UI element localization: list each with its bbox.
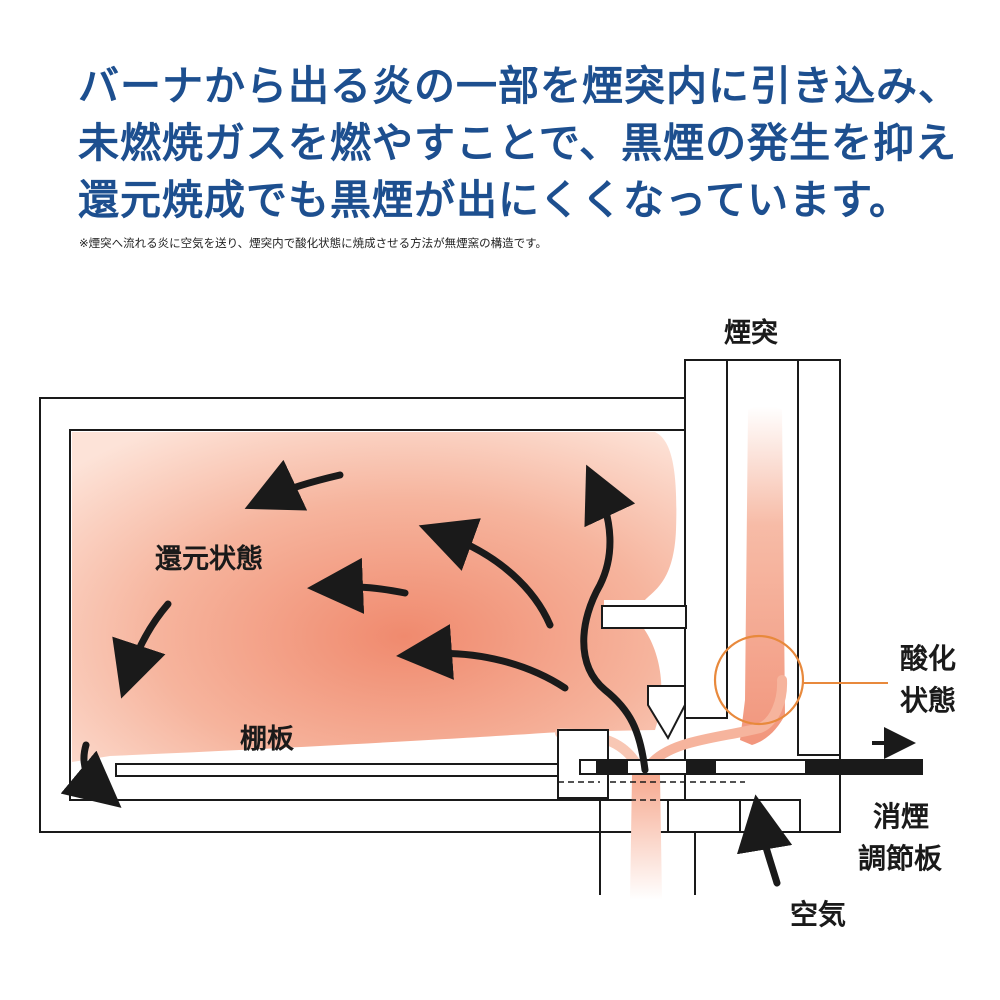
air-inflow-arrow [736,794,793,887]
chamber-flame [72,432,677,762]
kiln-base [599,799,801,895]
label-damper-1: 消煙 [873,800,929,833]
flame-to-chimney [645,675,788,770]
base-block [599,799,741,833]
chimney-flame [740,406,785,745]
headline: バーナから出る炎の一部を煙突内に引き込み、 未燃焼ガスを燃やすことで、黒煙の発生… [78,58,978,229]
flow-arrow-mid [307,557,409,614]
flow-arrow-rising [580,464,649,774]
label-reduction-state: 還元状態 [155,543,263,575]
air-intake-block [739,799,801,833]
label-oxidation-2: 状態 [900,684,956,717]
label-oxidation-1: 酸化 [900,642,956,675]
flow-arrow-lower-mid [396,624,569,692]
flow-arrows [60,459,793,887]
oxidation-highlight-circle [713,634,805,726]
flow-arrow-left-down [112,600,172,699]
damper-plate [579,759,923,775]
headline-line-2: 未燃焼ガスを燃やすことで、黒煙の発生を抑え [78,119,958,167]
label-air: 空気 [790,898,846,931]
chimney-right-wall [797,359,841,756]
burner-flame [630,775,662,900]
flow-arrow-top-left [244,459,344,511]
flow-arrow-corner [60,741,122,808]
baffle-lower [647,685,686,741]
label-chimney: 煙突 [724,317,778,349]
footnote: ※煙突へ流れる炎に空気を送り、煙突内で酸化状態に焼成させる方法が無煙窯の構造です… [79,236,548,250]
shelf-board [115,763,561,777]
label-shelf: 棚板 [240,724,294,755]
baffle-upper [601,605,687,629]
headline-line-3: 還元焼成でも黒煙が出にくくなっています。 [78,176,912,224]
damper-dashed-line [558,781,745,801]
chimney-walls [684,359,841,756]
flow-arrow-upper-mid [418,518,554,629]
label-damper-2: 調節板 [858,842,942,875]
chimney-left-wall [684,359,728,719]
headline-line-1: バーナから出る炎の一部を煙突内に引き込み、 [78,62,960,110]
